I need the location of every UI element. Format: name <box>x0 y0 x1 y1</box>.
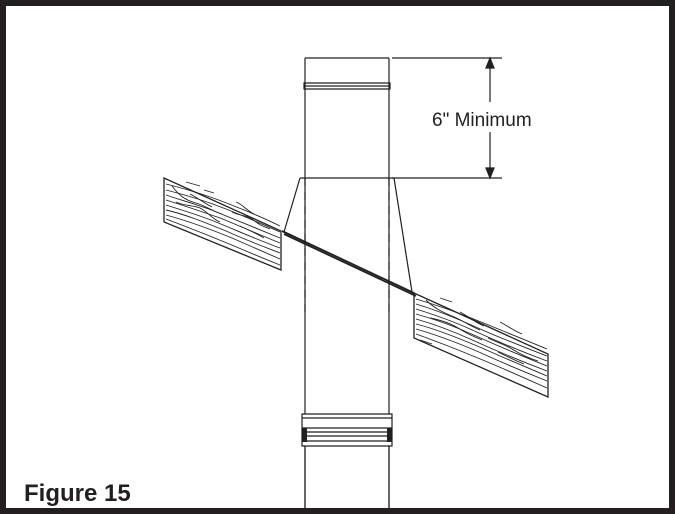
roof-slope-line <box>281 230 417 297</box>
roof-section-left <box>163 176 282 271</box>
dimension-marker <box>392 56 502 180</box>
arrow-up-icon <box>485 56 495 69</box>
hidden-pipe-edges <box>304 178 390 312</box>
pipe-coupling-band <box>301 413 393 508</box>
arrow-down-icon <box>485 167 495 180</box>
storm-collar <box>283 177 413 293</box>
figure-caption: Figure 15 <box>24 480 131 507</box>
dimension-label: 6" Minimum <box>432 110 532 131</box>
chimney-clearance-diagram <box>163 56 549 508</box>
roof-section-right <box>413 291 549 398</box>
